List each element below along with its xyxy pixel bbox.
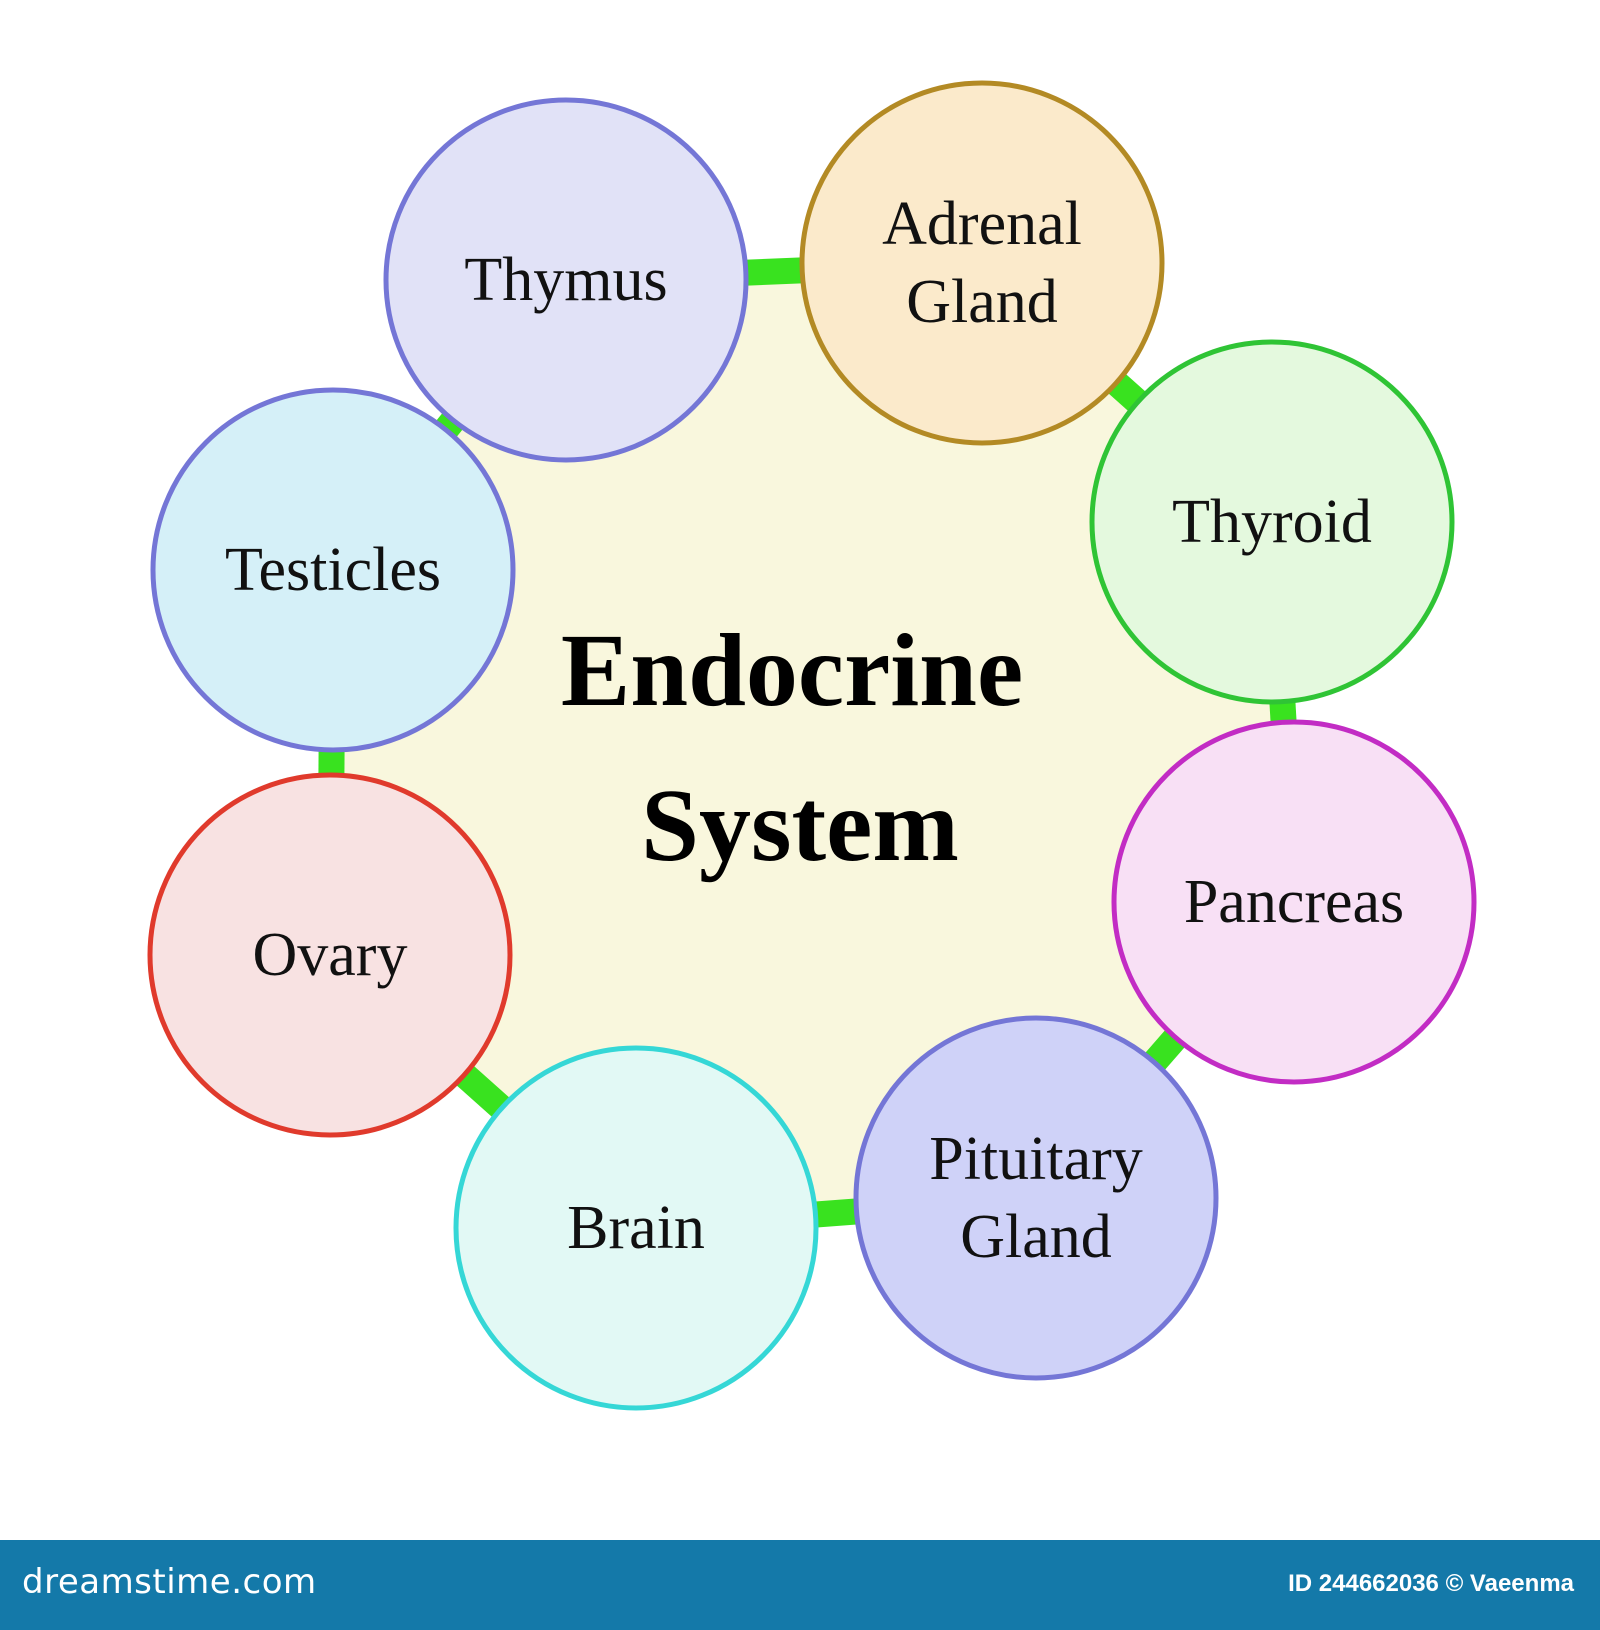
center-region (330, 263, 1294, 1228)
node-label-pituitary-gland-1: Pituitary (929, 1125, 1143, 1193)
node-label-adrenal-gland-2: Gland (906, 268, 1058, 336)
node-label-thymus: Thymus (464, 246, 667, 314)
node-label-brain: Brain (567, 1194, 705, 1262)
node-thyroid: Thyroid (1089, 339, 1455, 705)
node-label-testicles: Testicles (225, 536, 441, 604)
node-label-adrenal-gland-1: Adrenal (882, 190, 1082, 258)
node-label-ovary: Ovary (253, 921, 408, 989)
node-label-pituitary-gland-2: Gland (960, 1203, 1112, 1271)
node-circle-pituitary-gland (853, 1015, 1219, 1381)
endocrine-system-diagram: ThymusAdrenalGlandThyroidPancreasPituita… (147, 80, 1477, 1411)
center-title-line-2: System (641, 768, 959, 883)
node-circle-thymus (383, 97, 749, 463)
footer-credit: ID 244662036 © Vaeenma (1288, 1570, 1574, 1597)
node-label-thyroid: Thyroid (1172, 488, 1372, 556)
watermark-footer: dreamstime.com ID 244662036 © Vaeenma (0, 1540, 1600, 1630)
node-circle-thyroid (1089, 339, 1455, 705)
node-thymus: Thymus (383, 97, 749, 463)
node-circle-ovary (147, 772, 513, 1138)
node-ovary: Ovary (147, 772, 513, 1138)
node-brain: Brain (453, 1045, 819, 1411)
center-title-line-1: Endocrine (561, 613, 1023, 728)
footer-brand: dreamstime.com (22, 1562, 317, 1602)
node-circle-testicles (150, 387, 516, 753)
node-pancreas: Pancreas (1111, 719, 1477, 1085)
node-circle-pancreas (1111, 719, 1477, 1085)
node-circle-brain (453, 1045, 819, 1411)
node-testicles: Testicles (150, 387, 516, 753)
node-circle-adrenal-gland (799, 80, 1165, 446)
node-label-pancreas: Pancreas (1184, 868, 1404, 936)
